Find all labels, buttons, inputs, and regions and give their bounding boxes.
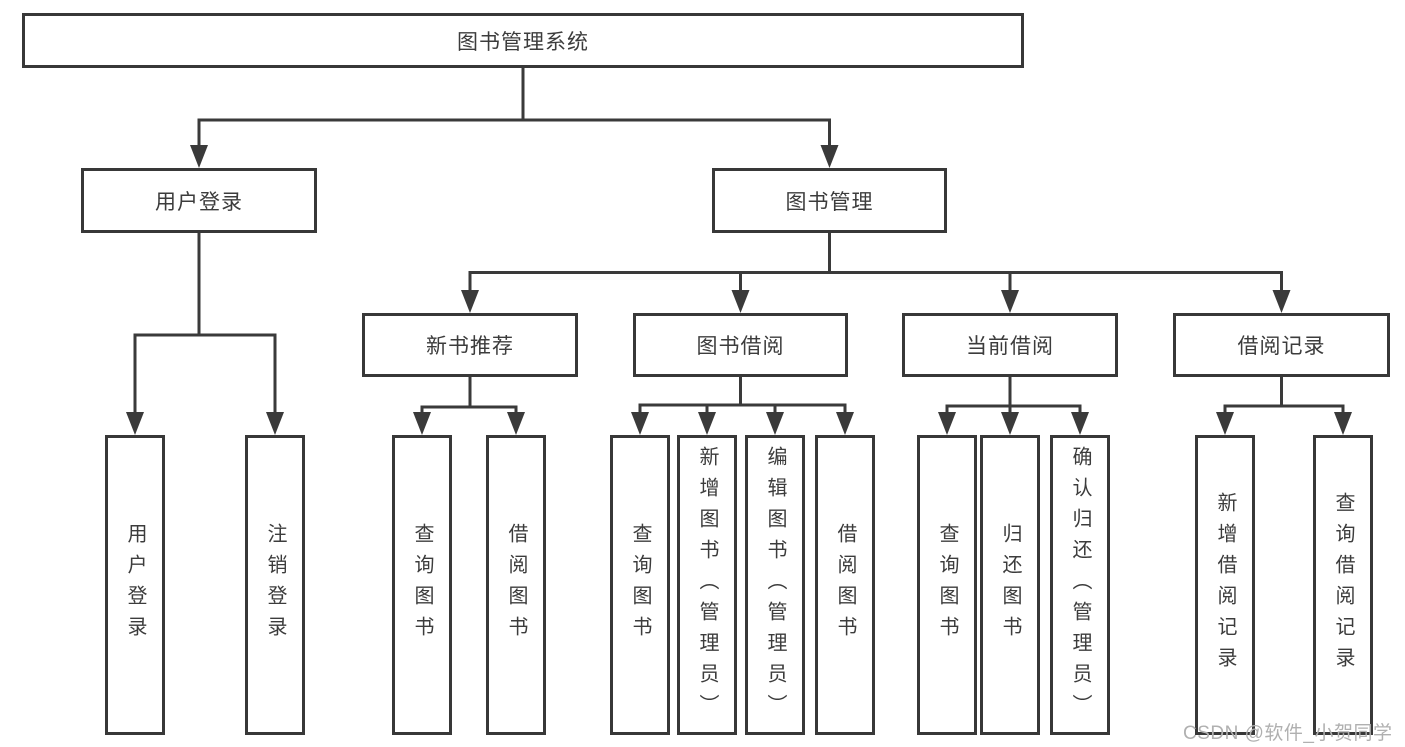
leaf-label: 查询图书 bbox=[629, 523, 651, 647]
node-library-system: 图书管理系统 bbox=[22, 13, 1024, 68]
leaf-label: 归还图书 bbox=[999, 523, 1021, 647]
leaf-label: 编辑图书（管理员） bbox=[764, 445, 786, 725]
leaf-query-borrow-record: 查询借阅记录 bbox=[1313, 435, 1373, 735]
leaf-user-login: 用户登录 bbox=[105, 435, 165, 735]
leaf-label: 用户登录 bbox=[124, 523, 146, 647]
leaf-borrow-books-recommend: 借阅图书 bbox=[486, 435, 546, 735]
node-label: 图书借阅 bbox=[696, 335, 785, 358]
csdn-watermark: CSDN @软件_小贺同学 bbox=[1183, 723, 1393, 744]
leaf-edit-book-admin: 编辑图书（管理员） bbox=[745, 435, 805, 735]
arrowheads bbox=[126, 145, 1352, 435]
leaf-label: 新增借阅记录 bbox=[1214, 492, 1236, 678]
leaf-logout: 注销登录 bbox=[245, 435, 305, 735]
node-book-borrowing: 图书借阅 bbox=[633, 313, 848, 377]
node-borrowing-records: 借阅记录 bbox=[1173, 313, 1390, 377]
leaf-label: 借阅图书 bbox=[505, 523, 527, 647]
node-label: 借阅记录 bbox=[1237, 335, 1326, 358]
node-label: 图书管理 bbox=[785, 190, 874, 214]
leaf-label: 查询借阅记录 bbox=[1332, 492, 1354, 678]
leaf-confirm-return-admin: 确认归还（管理员） bbox=[1050, 435, 1110, 735]
leaf-borrow-books-borrowing: 借阅图书 bbox=[815, 435, 875, 735]
leaf-label: 确认归还（管理员） bbox=[1069, 445, 1091, 725]
node-label: 图书管理系统 bbox=[457, 30, 589, 54]
leaf-query-books-recommend: 查询图书 bbox=[392, 435, 452, 735]
node-label: 当前借阅 bbox=[966, 335, 1054, 358]
leaf-label: 新增图书（管理员） bbox=[696, 445, 718, 725]
node-new-book-recommend: 新书推荐 bbox=[362, 313, 578, 377]
leaf-add-borrow-record: 新增借阅记录 bbox=[1195, 435, 1255, 735]
leaf-query-books-current: 查询图书 bbox=[917, 435, 977, 735]
leaf-label: 注销登录 bbox=[264, 523, 286, 647]
leaf-label: 查询图书 bbox=[411, 523, 433, 647]
leaf-add-book-admin: 新增图书（管理员） bbox=[677, 435, 737, 735]
leaf-return-books: 归还图书 bbox=[980, 435, 1040, 735]
leaf-label: 借阅图书 bbox=[834, 523, 856, 647]
node-book-management: 图书管理 bbox=[712, 168, 947, 233]
leaf-label: 查询图书 bbox=[936, 523, 958, 647]
node-label: 用户登录 bbox=[155, 190, 243, 214]
node-current-borrowing: 当前借阅 bbox=[902, 313, 1118, 377]
leaf-query-books-borrowing: 查询图书 bbox=[610, 435, 670, 735]
node-user-login: 用户登录 bbox=[81, 168, 317, 233]
node-label: 新书推荐 bbox=[426, 335, 514, 358]
